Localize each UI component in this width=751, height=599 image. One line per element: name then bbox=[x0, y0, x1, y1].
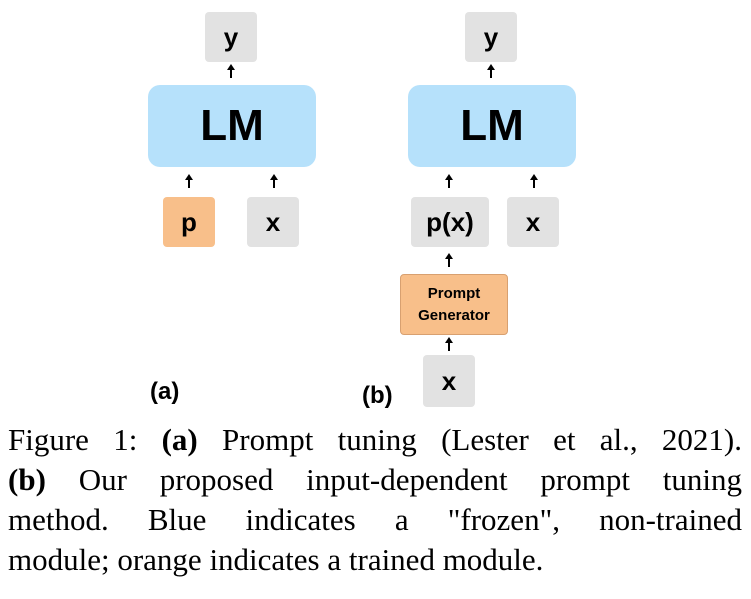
caption-line-4: module; orange indicates a trained modul… bbox=[8, 542, 544, 577]
input-x-label-b: x bbox=[525, 206, 541, 237]
panel-label-b: (b) bbox=[362, 382, 393, 409]
generator-input-x-label: x bbox=[441, 365, 457, 396]
arrow-up-icon bbox=[445, 253, 453, 267]
prompt-p-label-a: p bbox=[181, 206, 197, 237]
figure-caption: Figure 1: (a) Prompt tuning (Lester et a… bbox=[8, 420, 742, 580]
caption-a-marker: (a) bbox=[161, 422, 198, 457]
arrow-up-icon bbox=[487, 64, 495, 78]
input-x-box-b: x bbox=[507, 197, 559, 247]
arrow-up-icon bbox=[445, 337, 453, 351]
panel-label-a: (a) bbox=[150, 378, 180, 405]
arrow-up-icon bbox=[227, 64, 235, 78]
caption-b-marker: (b) bbox=[8, 462, 46, 497]
input-x-label-a: x bbox=[265, 206, 281, 237]
prompt-px-box-b: p(x) bbox=[411, 197, 489, 247]
caption-a-text: Prompt tuning (Lester et al., 2021). bbox=[197, 422, 742, 457]
prompt-p-box-a: p bbox=[163, 197, 215, 247]
caption-b-text: Our proposed input-dependent prompt tuni… bbox=[45, 462, 742, 497]
prompt-generator-line2: Generator bbox=[418, 306, 490, 324]
lm-label-a: LM bbox=[200, 101, 264, 150]
caption-line-2: (b) Our proposed input-dependent prompt … bbox=[8, 460, 742, 500]
arrow-up-icon bbox=[530, 174, 538, 188]
arrow-up-icon bbox=[185, 174, 193, 188]
lm-box-b: LM bbox=[408, 85, 576, 167]
arrow-up-icon bbox=[270, 174, 278, 188]
lm-box-a: LM bbox=[148, 85, 316, 167]
output-y-box-b: y bbox=[465, 12, 517, 62]
prompt-generator-box: Prompt Generator bbox=[400, 274, 508, 335]
output-y-label-b: y bbox=[483, 21, 499, 52]
caption-line-1: Figure 1: (a) Prompt tuning (Lester et a… bbox=[8, 420, 742, 460]
lm-label-b: LM bbox=[460, 101, 524, 150]
caption-prefix: Figure 1: bbox=[8, 422, 162, 457]
input-x-box-a: x bbox=[247, 197, 299, 247]
arrow-up-icon bbox=[445, 174, 453, 188]
output-y-label-a: y bbox=[223, 21, 239, 52]
caption-line-3: method. Blue indicates a "frozen", non-t… bbox=[8, 502, 742, 537]
generator-input-x-box: x bbox=[423, 355, 475, 407]
prompt-generator-line1: Prompt bbox=[427, 284, 481, 302]
output-y-box-a: y bbox=[205, 12, 257, 62]
prompt-px-label-b: p(x) bbox=[426, 206, 474, 237]
